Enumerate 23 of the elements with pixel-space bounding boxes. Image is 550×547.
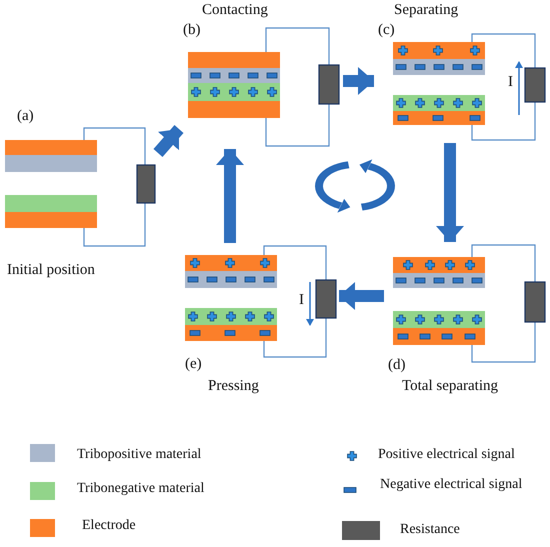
legend-label: Resistance bbox=[400, 522, 460, 538]
stage-caption: Separating bbox=[394, 2, 458, 18]
stage-caption: Initial position bbox=[7, 262, 95, 278]
block-arrow bbox=[153, 125, 184, 157]
block-arrow bbox=[216, 149, 244, 243]
block-arrow bbox=[343, 67, 374, 95]
stage-caption: Pressing bbox=[208, 378, 259, 394]
legend-label: Electrode bbox=[82, 518, 136, 534]
current-label: I bbox=[508, 74, 513, 90]
panel-label: (e) bbox=[185, 356, 202, 372]
block-arrow bbox=[436, 143, 464, 242]
stage-caption: Contacting bbox=[202, 2, 268, 18]
current-label: I bbox=[299, 292, 304, 308]
legend-label: Tribonegative material bbox=[77, 481, 204, 497]
legend-label: Positive electrical signal bbox=[378, 447, 515, 463]
panel-label: (c) bbox=[378, 22, 395, 38]
stage-caption: Total separating bbox=[402, 378, 498, 394]
block-arrow bbox=[339, 282, 384, 310]
panel-label: (a) bbox=[17, 108, 34, 124]
panel-label: (d) bbox=[388, 357, 406, 373]
legend-label: Negative electrical signal bbox=[380, 477, 522, 493]
legend-label: Tribopositive material bbox=[77, 447, 202, 463]
panel-label: (b) bbox=[183, 22, 200, 38]
